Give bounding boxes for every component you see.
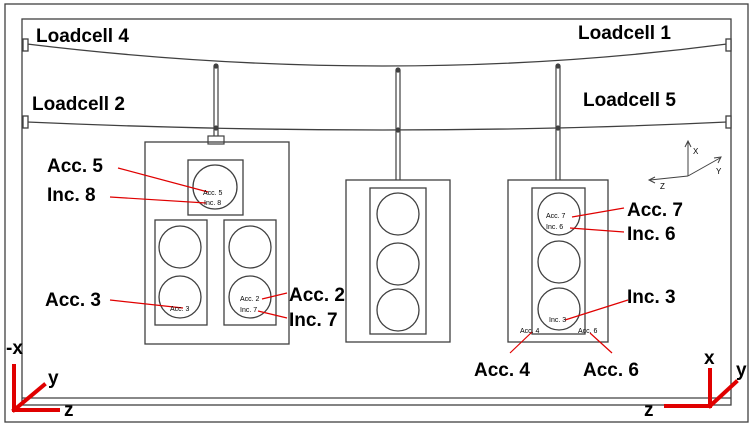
left-axis-triad xyxy=(11,364,60,413)
right-axis-x-label: x xyxy=(704,348,715,369)
support-frame xyxy=(4,3,749,423)
callout-acc-4: Acc. 4 xyxy=(474,360,530,381)
callout-inc-6: Inc. 6 xyxy=(627,224,676,245)
small-axis-z-label: Z xyxy=(660,182,665,191)
right-axis-triad xyxy=(664,368,739,409)
left-axis-y-label: y xyxy=(48,368,59,389)
small-axis-y-label: Y xyxy=(716,167,722,176)
right-module xyxy=(507,179,609,343)
left-axis-x-label: -x xyxy=(6,338,23,359)
loadcell-5-label: Loadcell 5 xyxy=(583,90,676,111)
tag-acc-2: Acc. 2 xyxy=(240,296,260,303)
callout-acc-3: Acc. 3 xyxy=(45,290,101,311)
left-axis-z-label: z xyxy=(64,400,74,421)
loadcell-1-label: Loadcell 1 xyxy=(578,23,671,44)
small-axis-x-label: X xyxy=(693,147,699,156)
tag-inc-8: Inc. 8 xyxy=(204,200,221,207)
tag-acc-7: Acc. 7 xyxy=(546,213,566,220)
callout-acc-2: Acc. 2 xyxy=(289,285,345,306)
callout-acc-5: Acc. 5 xyxy=(47,156,103,177)
tag-acc-3: Acc. 3 xyxy=(170,306,190,313)
middle-module xyxy=(345,179,451,343)
callout-inc-8: Inc. 8 xyxy=(47,185,96,206)
tag-acc-4: Acc. 4 xyxy=(520,328,540,335)
callout-acc-7: Acc. 7 xyxy=(627,200,683,221)
tag-inc-3: Inc. 3 xyxy=(549,317,566,324)
hanger-rods xyxy=(207,63,561,180)
suspension-cables xyxy=(22,38,732,131)
right-axis-z-label: z xyxy=(644,400,654,421)
callout-acc-6: Acc. 6 xyxy=(583,360,639,381)
callout-inc-7: Inc. 7 xyxy=(289,310,338,331)
loadcell-4-label: Loadcell 4 xyxy=(36,26,129,47)
tag-inc-7: Inc. 7 xyxy=(240,307,257,314)
callout-leaders xyxy=(109,167,629,354)
callout-inc-3: Inc. 3 xyxy=(627,287,676,308)
tag-acc-5: Acc. 5 xyxy=(203,190,223,197)
loadcell-2-label: Loadcell 2 xyxy=(32,94,125,115)
left-module xyxy=(144,141,290,345)
small-axis-triad xyxy=(647,139,722,184)
tag-inc-6: Inc. 6 xyxy=(546,224,563,231)
right-axis-y-label: y xyxy=(736,360,747,381)
tag-acc-6: Acc. 6 xyxy=(578,328,598,335)
